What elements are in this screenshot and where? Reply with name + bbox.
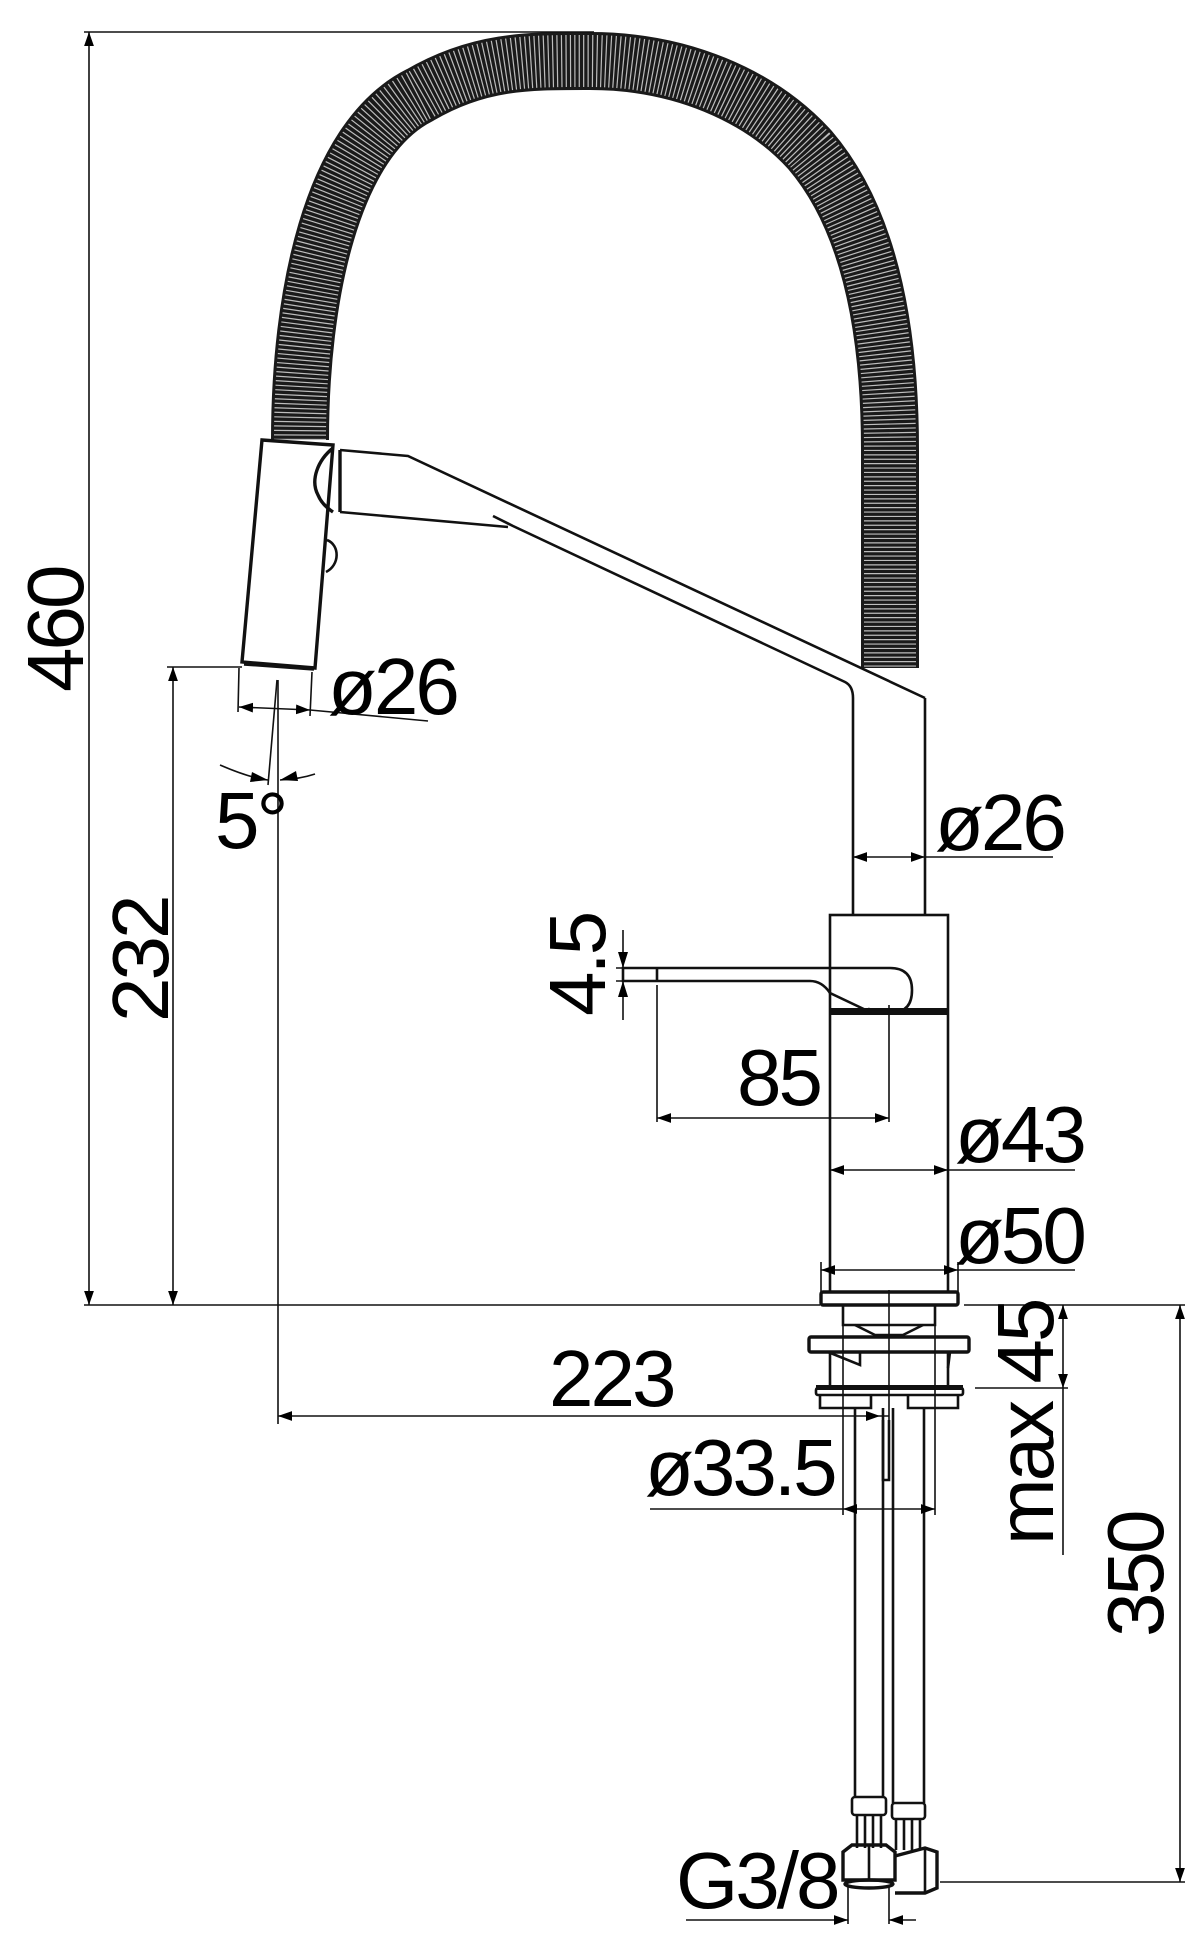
spray-head-nozzle-edge bbox=[243, 662, 315, 671]
label-base-diameter: ø50 bbox=[955, 1191, 1084, 1280]
label-max-deck-thickness: max 45 bbox=[981, 1300, 1070, 1545]
label-connection-thread: G3/8 bbox=[676, 1836, 838, 1925]
label-neck-diameter: ø26 bbox=[935, 778, 1064, 867]
flexible-hose bbox=[271, 31, 919, 668]
neck bbox=[851, 698, 927, 915]
spout-arm-bottom bbox=[339, 510, 509, 529]
spray-head bbox=[240, 438, 335, 670]
dimension-labels: 460 232 ø26 5° ø26 4.5 85 ø43 ø50 223 ø3… bbox=[11, 567, 1180, 1925]
right-nut bbox=[894, 1846, 939, 1895]
handle-base bbox=[866, 1007, 909, 1014]
label-overall-height: 460 bbox=[11, 567, 100, 692]
spout-arm-underside bbox=[492, 514, 855, 699]
label-hole-diameter: ø33.5 bbox=[645, 1423, 835, 1512]
supply-hoses bbox=[841, 1408, 939, 1895]
label-spout-diameter: ø26 bbox=[328, 642, 457, 731]
handle-lever bbox=[621, 966, 914, 1014]
label-handle-length: 85 bbox=[737, 1033, 820, 1122]
dimension-lines bbox=[84, 31, 1185, 1925]
spray-trigger bbox=[325, 538, 338, 574]
label-hose-length: 350 bbox=[1091, 1512, 1180, 1637]
left-nut bbox=[841, 1843, 897, 1882]
spout-arm-top bbox=[339, 448, 926, 700]
label-spout-height: 232 bbox=[96, 898, 185, 1022]
label-body-diameter: ø43 bbox=[955, 1090, 1084, 1179]
spout-joint bbox=[313, 446, 335, 514]
label-spout-reach: 223 bbox=[549, 1334, 673, 1423]
label-handle-thickness: 4.5 bbox=[533, 913, 622, 1016]
label-spout-tilt: 5° bbox=[215, 776, 285, 865]
